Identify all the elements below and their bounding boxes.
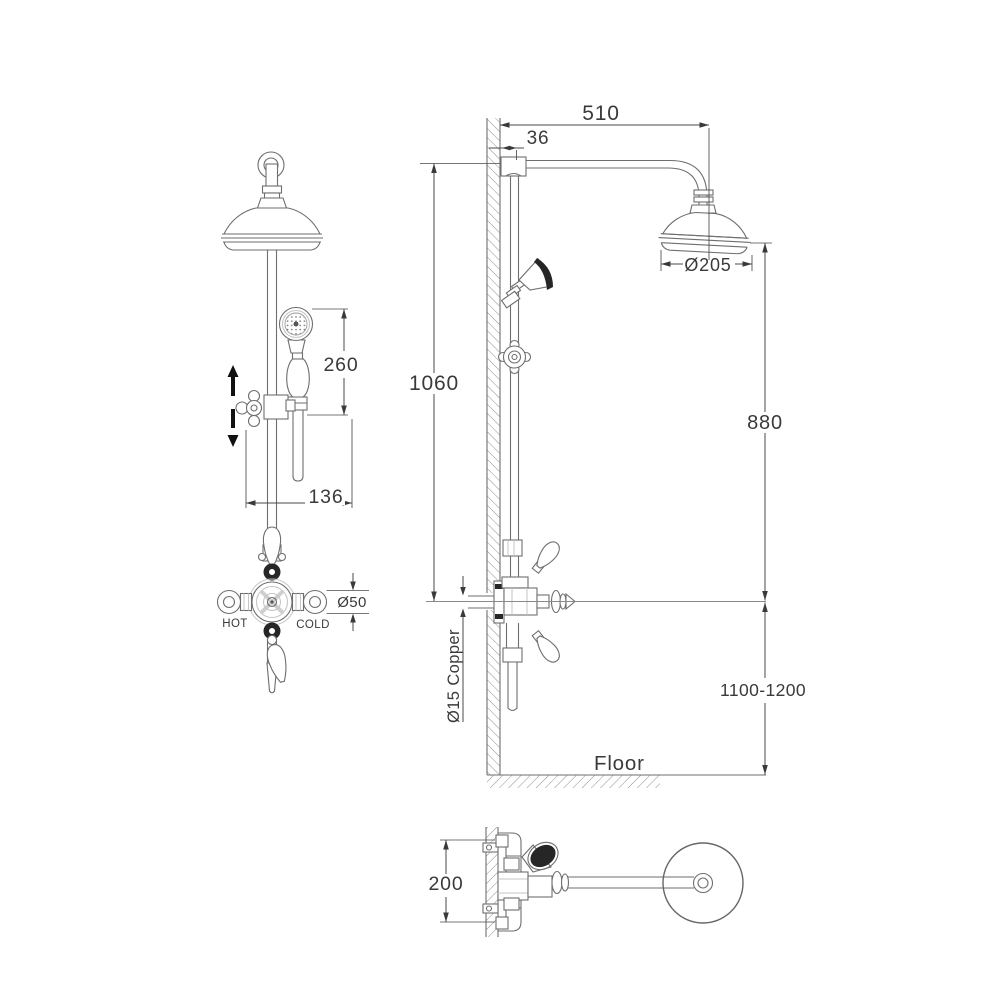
dim-copper: Ø15 Copper [445, 576, 466, 723]
rain-head-front [221, 207, 323, 251]
dim-510: 510 [500, 102, 710, 260]
rain-head-side [658, 211, 751, 255]
dim-1060: 1060 [409, 163, 500, 601]
dim-50: Ø50 [326, 573, 371, 631]
flow-lever-front [266, 634, 287, 683]
bottom-lever-side [531, 629, 560, 663]
front-view: 260 136 Ø50 HOT COLD [216, 151, 371, 694]
copper-supply-pipe [507, 661, 518, 712]
cold-label: COLD [296, 619, 330, 631]
hand-shower-front [278, 306, 314, 482]
plan-view: 200 [429, 827, 744, 937]
cold-inlet-nut [291, 592, 305, 612]
slider-bracket [235, 389, 296, 428]
hand-shower-hub [293, 321, 299, 327]
dim-136-label: 136 [309, 486, 344, 508]
slider-handle-side [497, 339, 532, 375]
side-view: 510 36 1060 Ø205 [409, 102, 806, 788]
dim-1100-1200-label: 1100-1200 [720, 680, 806, 700]
wall-section [486, 118, 501, 775]
dim-510-label: 510 [582, 102, 619, 125]
front-wall-elbow [256, 151, 288, 209]
dim-copper-label: Ø15 Copper [445, 629, 463, 723]
dim-1060-label: 1060 [409, 372, 459, 395]
hot-inlet-eye [216, 589, 242, 615]
dim-50-label: Ø50 [337, 594, 367, 611]
dim-880: 880 [747, 242, 783, 601]
shower-arm-plan [568, 876, 694, 889]
shower-arm-side [500, 156, 717, 214]
hot-inlet-nut [239, 592, 253, 612]
slide-direction-arrows [227, 365, 239, 447]
dim-36-label: 36 [527, 128, 550, 149]
valve-front [216, 526, 328, 694]
dim-136: 136 [245, 419, 353, 508]
valve-side [468, 539, 576, 712]
hand-shower-side [500, 258, 553, 309]
dim-205-label: Ø205 [684, 255, 731, 275]
hot-label: HOT [222, 618, 247, 630]
floor-label: Floor [594, 752, 645, 775]
dim-260: 260 [307, 308, 359, 416]
hand-shower-plan [521, 841, 559, 873]
rain-head-plan [662, 842, 744, 924]
dim-880-label: 880 [747, 412, 783, 434]
dim-200-label: 200 [429, 873, 464, 895]
dim-260-label: 260 [324, 354, 359, 376]
top-lever-side [531, 541, 560, 575]
dim-205: Ø205 [660, 250, 753, 275]
dim-36: 36 [489, 128, 549, 160]
valve-plan [482, 832, 570, 932]
floor-section [487, 774, 766, 788]
cold-inlet-eye [302, 589, 328, 615]
dim-200: 200 [429, 839, 495, 923]
dim-1100-1200: 1100-1200 [720, 602, 806, 775]
